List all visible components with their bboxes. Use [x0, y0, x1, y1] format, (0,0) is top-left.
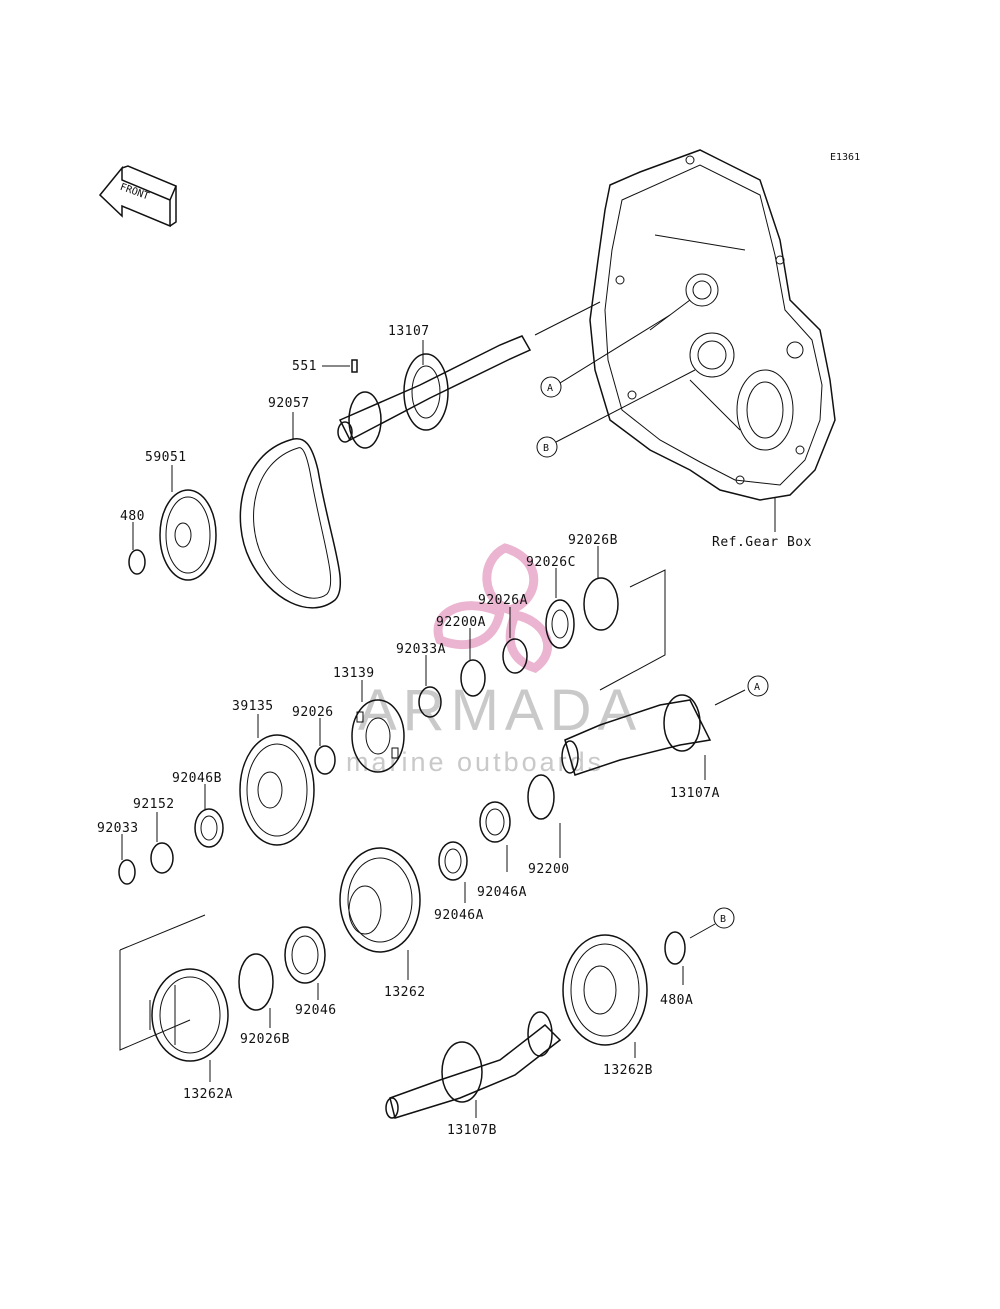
label-480a: 480A: [660, 993, 693, 1008]
label-92152: 92152: [133, 797, 175, 812]
shaft-13107: [337, 301, 601, 449]
bearing-92046b: [194, 808, 224, 848]
marker-a-top: [540, 376, 562, 398]
sprocket-59051: [159, 489, 217, 581]
label-92026c: 92026C: [526, 555, 576, 570]
label-92026b-lower: 92026B: [240, 1032, 290, 1047]
marker-b-top: [536, 436, 558, 458]
ref-gear-box-label: Ref.Gear Box: [712, 535, 812, 550]
front-arrow-icon: FRONT: [98, 165, 177, 228]
label-13262a: 13262A: [183, 1087, 233, 1102]
label-59051: 59051: [145, 450, 187, 465]
label-92046b: 92046B: [172, 771, 222, 786]
label-92200a: 92200A: [436, 615, 486, 630]
label-551: 551: [292, 359, 317, 374]
chain-92057: [239, 438, 342, 609]
gear-13262a: [149, 968, 229, 1062]
bearing-92046a-right: [479, 801, 511, 843]
circlip-480: [128, 549, 146, 575]
shaft-13107a: [561, 694, 712, 776]
marker-b-top-label: B: [543, 443, 549, 454]
hub-13139: [351, 699, 405, 773]
label-92046a-right: 92046A: [477, 885, 527, 900]
gear-13262b: [562, 934, 648, 1046]
marker-b-lower-label: B: [720, 914, 726, 925]
label-92046: 92046: [295, 1003, 337, 1018]
pin-551: [351, 359, 358, 373]
label-92026a: 92026A: [478, 593, 528, 608]
watermark-tagline: marine outboards: [346, 747, 604, 777]
gear-39135: [239, 734, 315, 846]
circlip-92033a: [418, 686, 442, 718]
label-13107b: 13107B: [447, 1123, 497, 1138]
armada-watermark: ARMADA marine outboards: [346, 543, 642, 777]
gear-13262: [339, 847, 421, 953]
label-92033a: 92033A: [396, 642, 446, 657]
label-92057: 92057: [268, 396, 310, 411]
watermark-brand: ARMADA: [358, 678, 642, 743]
ring-92026b-lower: [238, 953, 274, 1011]
marker-a-top-label: A: [547, 383, 553, 394]
label-13107: 13107: [388, 324, 430, 339]
shaft-13107b: [385, 1011, 562, 1119]
gear-box-housing: [589, 149, 836, 501]
washer-92200: [527, 774, 555, 820]
label-39135: 39135: [232, 699, 274, 714]
marker-b-lower: [713, 907, 735, 929]
circlip-92033: [118, 859, 136, 885]
diagram-code: E1361: [830, 152, 860, 163]
label-13262b: 13262B: [603, 1063, 653, 1078]
bearing-92046a-left: [438, 841, 468, 881]
label-13107a: 13107A: [670, 786, 720, 801]
label-92046a-left: 92046A: [434, 908, 484, 923]
label-13262: 13262: [384, 985, 426, 1000]
washer-92152: [150, 842, 174, 874]
bearing-92046: [284, 926, 326, 984]
label-92026: 92026: [292, 705, 334, 720]
label-92033: 92033: [97, 821, 139, 836]
ring-92026b-upper: [583, 577, 619, 631]
ring-92026a: [502, 638, 528, 674]
ring-92026: [314, 745, 336, 775]
marker-a-mid: [747, 675, 769, 697]
label-92026b-upper: 92026B: [568, 533, 618, 548]
circlip-480a: [664, 931, 686, 965]
label-13139: 13139: [333, 666, 375, 681]
label-480: 480: [120, 509, 145, 524]
washer-92200a: [460, 659, 486, 697]
label-92200: 92200: [528, 862, 570, 877]
marker-a-mid-label: A: [754, 682, 760, 693]
washer-92026c: [545, 599, 575, 649]
